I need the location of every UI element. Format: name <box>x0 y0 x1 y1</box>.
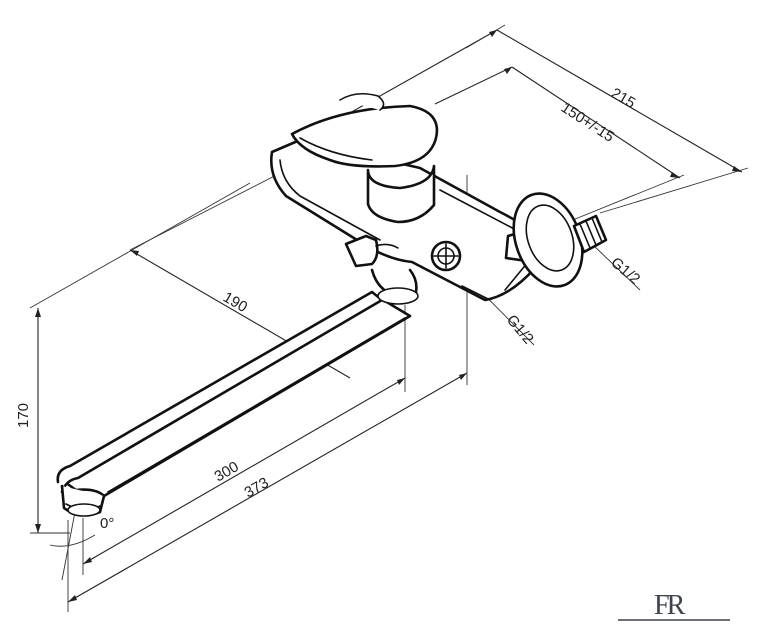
faucet-body <box>270 92 542 305</box>
dimension-373: 373 <box>242 474 272 501</box>
dimension-lines <box>29 24 749 612</box>
dimension-arrows <box>35 30 742 602</box>
dimension-300: 300 <box>212 458 242 485</box>
eccentric-connector <box>504 192 608 288</box>
dimension-150: 150+/-15 <box>558 99 617 146</box>
dimension-215: 215 <box>608 85 638 112</box>
dimension-190: 190 <box>220 289 250 316</box>
faucet-spout <box>56 290 412 517</box>
angle-label: 0° <box>100 515 114 532</box>
brand-logo: FR <box>618 590 730 621</box>
thread-label-right: G1/2 <box>607 254 643 288</box>
dimension-170: 170 <box>15 403 32 428</box>
logo-text: FR <box>654 590 686 621</box>
